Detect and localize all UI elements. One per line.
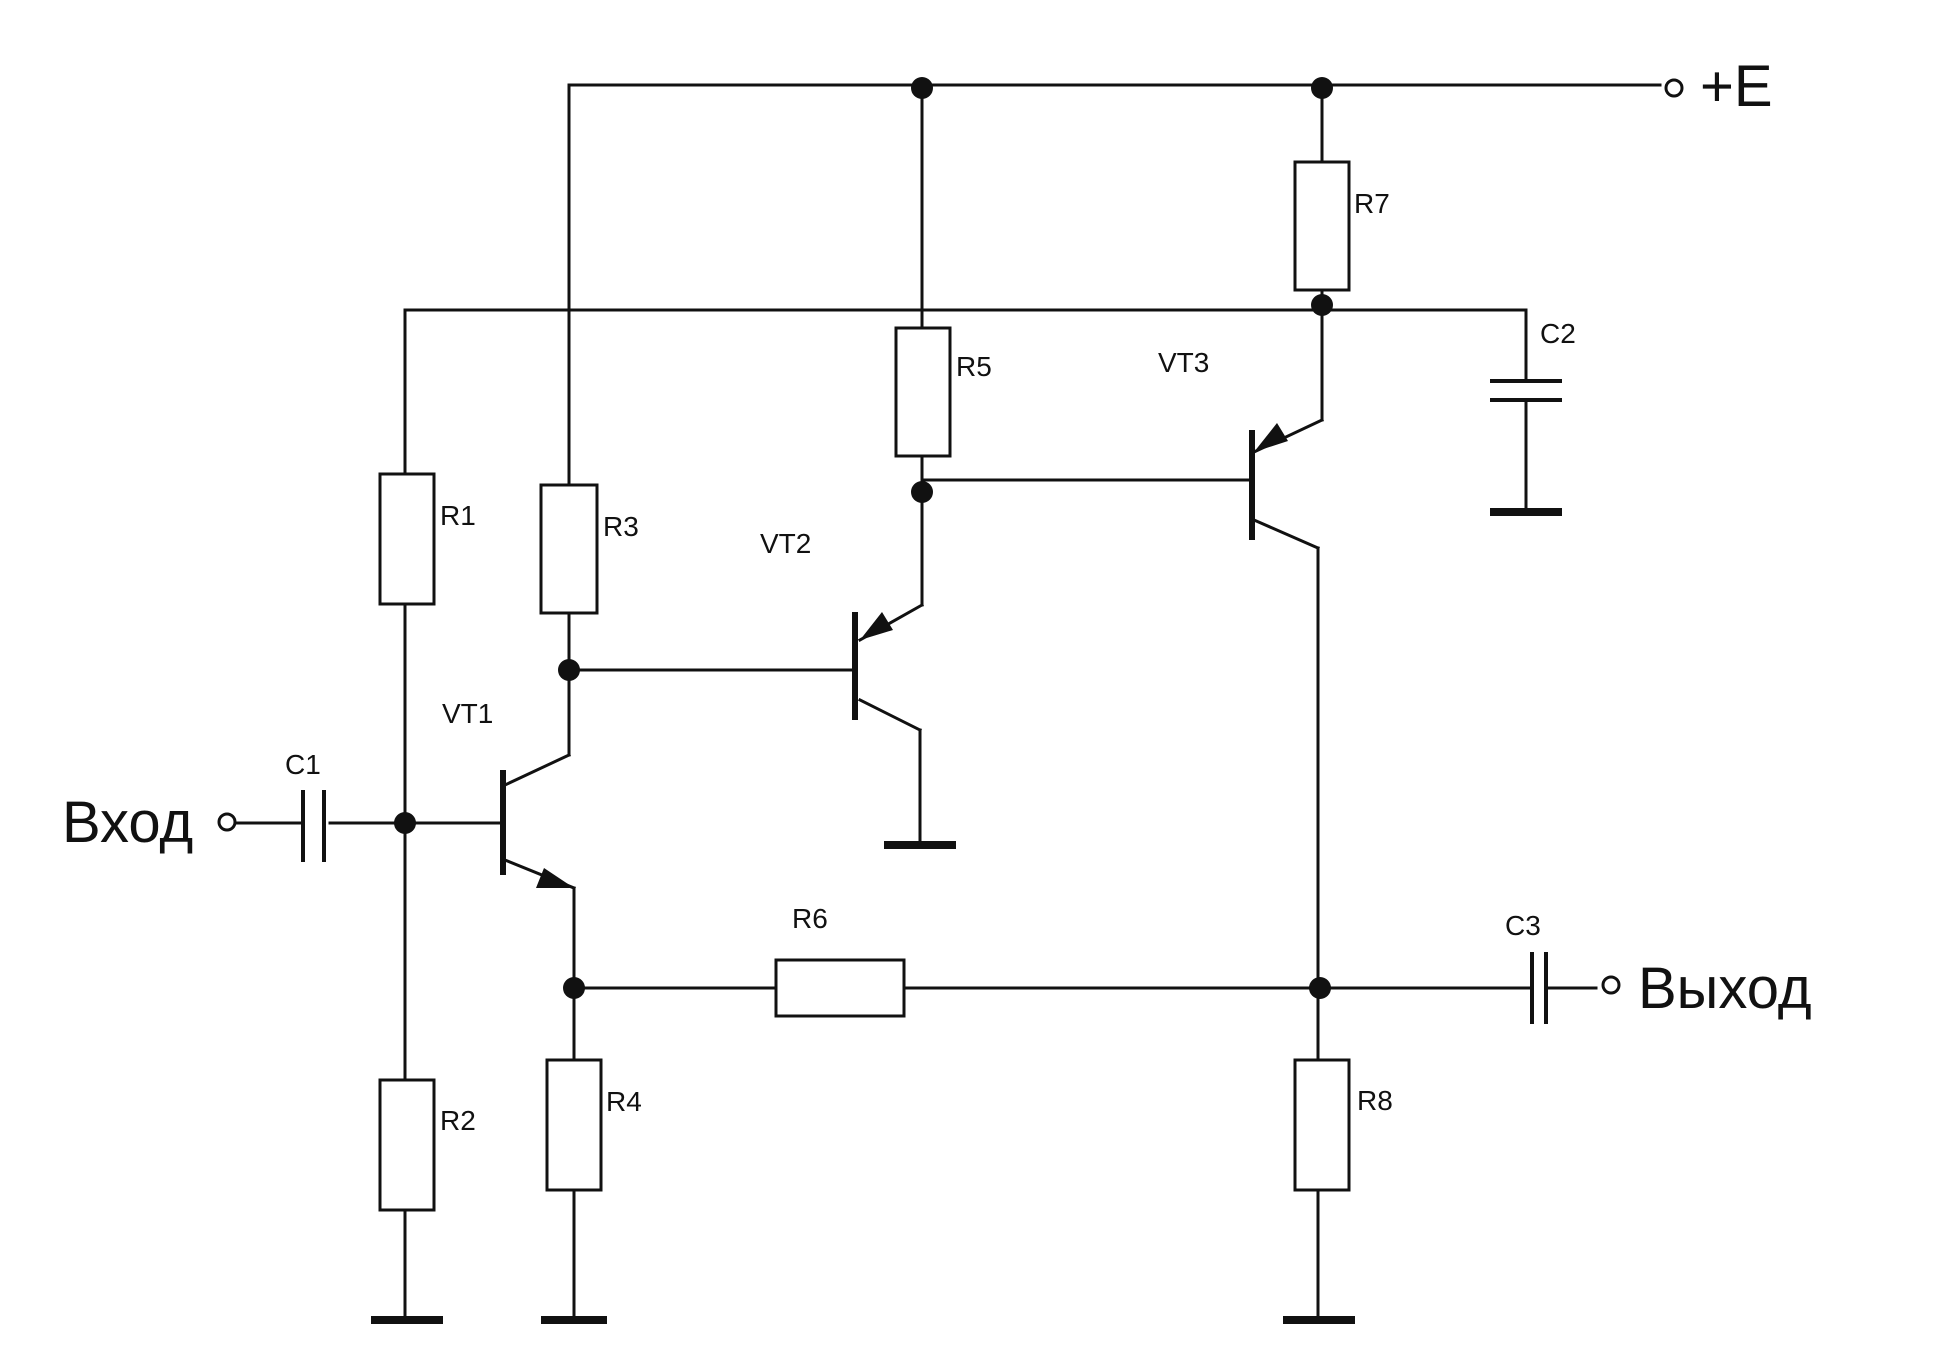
capacitor-c3 — [1530, 952, 1548, 1024]
label-r6: R6 — [792, 903, 828, 934]
output-label: Выход — [1638, 956, 1812, 1021]
label-r5: R5 — [956, 351, 992, 382]
node-vt1-emitter — [563, 977, 585, 999]
wires — [233, 83, 1662, 1322]
vt1-emitter-arrow — [536, 868, 574, 888]
label-r1: R1 — [440, 500, 476, 531]
node-r3-bottom — [558, 659, 580, 681]
resistors — [378, 160, 1351, 1212]
vt3-emitter-arrow — [1254, 423, 1288, 452]
input-label: Вход — [62, 790, 193, 855]
label-c2: C2 — [1540, 318, 1576, 349]
node-vt1-base — [394, 812, 416, 834]
label-vt2: VT2 — [760, 528, 811, 559]
transistor-vt1 — [500, 770, 574, 888]
label-r8: R8 — [1357, 1085, 1393, 1116]
junction-nodes — [394, 77, 1333, 999]
resistor-r4 — [545, 1058, 603, 1192]
node-rail-r5 — [911, 77, 933, 99]
label-c3: C3 — [1505, 910, 1541, 941]
label-vt3: VT3 — [1158, 347, 1209, 378]
node-r7-bottom — [1311, 294, 1333, 316]
supply-rail — [567, 83, 1662, 332]
node-r5-bottom — [911, 481, 933, 503]
label-r4: R4 — [606, 1086, 642, 1117]
vt2-collector-lead — [857, 697, 923, 733]
transistor-vt2 — [852, 612, 893, 720]
vt2-emitter-arrow — [860, 612, 893, 640]
supply-label: +E — [1700, 54, 1773, 119]
capacitor-c1 — [301, 790, 326, 862]
vt3-collector-lead — [1252, 518, 1320, 550]
label-vt1: VT1 — [442, 698, 493, 729]
resistor-r7 — [1293, 160, 1351, 292]
label-c1: C1 — [285, 749, 321, 780]
supply-terminal — [1664, 78, 1684, 98]
resistor-r5 — [894, 326, 952, 458]
grounds — [371, 508, 1562, 1324]
node-rail-r7 — [1311, 77, 1333, 99]
label-r2: R2 — [440, 1105, 476, 1136]
resistor-r6 — [774, 958, 906, 1018]
output-terminal — [1601, 975, 1621, 995]
label-r7: R7 — [1354, 188, 1390, 219]
resistor-r2 — [378, 1078, 436, 1212]
capacitor-c2 — [1490, 379, 1562, 402]
resistor-r1 — [378, 472, 436, 606]
transistor-vt3 — [1249, 423, 1288, 540]
capacitors — [301, 379, 1562, 1024]
label-r3: R3 — [603, 511, 639, 542]
resistor-r8 — [1293, 1058, 1351, 1192]
node-output — [1309, 977, 1331, 999]
upper-bus — [403, 308, 1528, 472]
input-terminal — [217, 812, 237, 832]
vt1-collector-lead — [503, 753, 571, 787]
resistor-r3 — [539, 483, 599, 615]
